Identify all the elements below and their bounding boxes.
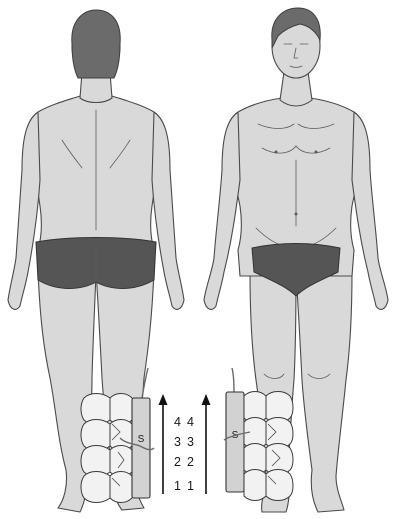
- stimulator-unit: [226, 392, 244, 492]
- level-number: 4: [174, 415, 181, 429]
- arrow-head: [202, 394, 211, 405]
- front-left-leg: [296, 272, 352, 512]
- electrode-pad: [81, 472, 115, 503]
- left-level-scale: 4 3 2 1: [159, 394, 182, 494]
- level-number: 3: [187, 435, 194, 449]
- level-number: 4: [187, 415, 194, 429]
- level-number: 1: [174, 479, 181, 493]
- stimulator-label: S: [138, 434, 145, 445]
- front-right-arm: [204, 112, 240, 309]
- back-left-arm: [8, 112, 40, 309]
- level-number: 2: [174, 455, 181, 469]
- electrode-pad: [244, 470, 269, 501]
- level-number: 3: [174, 435, 181, 449]
- front-left-arm: [352, 112, 388, 309]
- level-number: 1: [187, 479, 194, 493]
- level-number: 2: [187, 455, 194, 469]
- back-right-arm: [152, 112, 184, 309]
- electrode-pad: [266, 470, 293, 501]
- right-level-scale: 4 3 2 1: [187, 394, 211, 494]
- back-hair: [72, 10, 120, 78]
- electrode-pad: [110, 472, 135, 503]
- stimulator-unit: [132, 398, 150, 498]
- arrow-head: [159, 394, 168, 405]
